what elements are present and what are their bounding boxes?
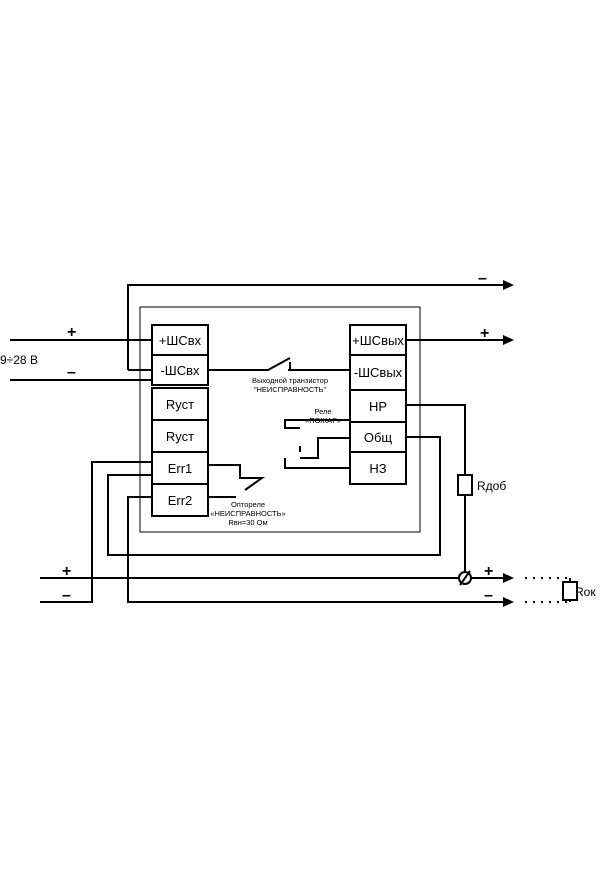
terminal-label: Err2 [168, 493, 193, 508]
common-loop-wire [107, 436, 441, 556]
optorelay-label-line2: «НЕИСПРАВНОСТЬ» [210, 509, 285, 518]
terminal-label: +ШСвых [352, 333, 404, 348]
sign-plus: + [484, 563, 493, 580]
relay-nc-wire [284, 458, 350, 469]
terminal-minus-shs-in [151, 354, 209, 386]
transistor-label-line1: Выходной транзистор [252, 376, 328, 385]
optorelay-label-line3: Rвн=30 Ом [228, 518, 267, 527]
terminal-minus-shs-out [349, 354, 407, 391]
sign-minus: – [62, 587, 71, 604]
bottom-plus-arrow [503, 573, 514, 583]
sign-minus: – [67, 364, 76, 381]
device-enclosure [139, 306, 421, 533]
terminal-label: Rуст [166, 397, 194, 412]
resistor-add [457, 474, 473, 496]
terminal-plus-shs-in [151, 324, 209, 356]
relay-no-wire [284, 419, 350, 429]
resistor-add-label: Rдоб [477, 479, 506, 493]
relay-common-wire [300, 437, 350, 459]
sign-plus: + [62, 563, 71, 580]
terminal-rust-1 [151, 387, 209, 421]
right-terminal-block: +ШСвых -ШСвых НР Общ НЗ [349, 324, 407, 485]
sign-minus: – [478, 270, 487, 287]
terminal-label: Общ [364, 430, 393, 445]
sign-minus: – [484, 587, 493, 604]
supply-voltage-label: 9÷28 В [0, 353, 38, 367]
terminal-label: Rуст [166, 429, 194, 444]
err2-wire [127, 496, 510, 603]
resistor-end-label: Rок [575, 585, 596, 599]
output-plus-arrow [503, 335, 514, 345]
transistor-label-line2: "НЕИСПРАВНОСТЬ" [254, 385, 327, 394]
relay-label-line2: «ПОЖАР» [305, 416, 341, 425]
terminal-common [349, 421, 407, 453]
terminal-label: НЗ [369, 461, 386, 476]
terminal-rust-2 [151, 419, 209, 453]
terminal-label: -ШСвх [160, 363, 200, 378]
relay-label-line1: Реле [314, 407, 331, 416]
terminal-nz [349, 451, 407, 485]
terminal-label: НР [369, 399, 387, 414]
err1-wire [40, 461, 152, 603]
top-return-arrow [503, 280, 514, 290]
top-return-wire [127, 284, 510, 370]
terminal-label: -ШСвых [354, 365, 403, 380]
left-terminal-block: +ШСвх -ШСвх Rуст Rуст Err1 Err2 [151, 324, 209, 517]
terminal-label: +ШСвх [159, 333, 202, 348]
transistor-switch [208, 357, 291, 371]
terminal-err2 [151, 483, 209, 517]
optorelay-switch [208, 464, 266, 491]
sign-plus: + [480, 325, 489, 342]
optorelay-label-line1: Оптореле [231, 500, 265, 509]
terminal-label: Err1 [168, 461, 193, 476]
terminal-nr [349, 389, 407, 423]
nr-wire [405, 404, 466, 475]
bottom-minus-arrow [503, 597, 514, 607]
sign-plus: + [67, 324, 76, 341]
